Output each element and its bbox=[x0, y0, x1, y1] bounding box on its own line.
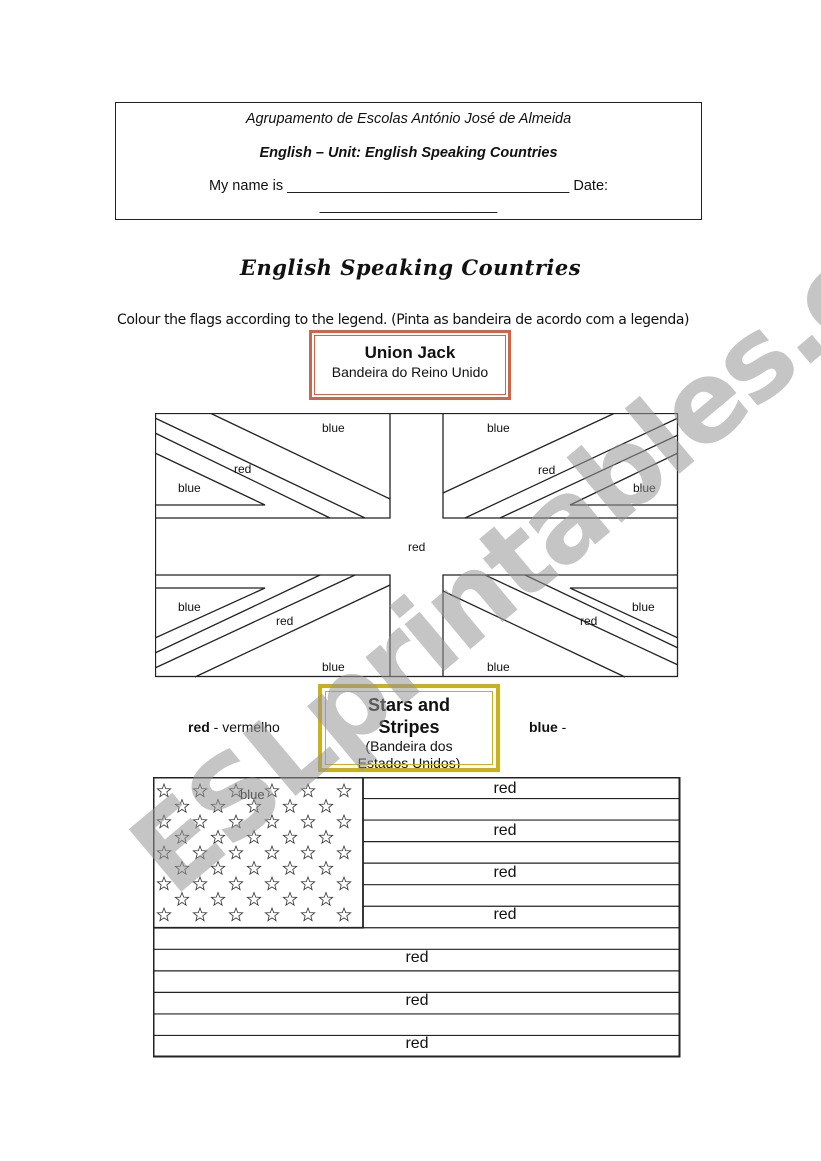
uj-label: red bbox=[408, 540, 426, 554]
uj-label: blue bbox=[322, 660, 345, 674]
star-icon bbox=[264, 844, 280, 860]
star-icon bbox=[210, 798, 226, 814]
star-icon bbox=[300, 782, 316, 798]
star-icon bbox=[318, 798, 334, 814]
star-icon bbox=[282, 798, 298, 814]
stripe-label: red bbox=[493, 822, 517, 839]
school-name: Agrupamento de Escolas António José de A… bbox=[245, 111, 572, 127]
stripe-label: red bbox=[493, 864, 517, 881]
uj-label: red bbox=[538, 463, 556, 477]
star-icon bbox=[282, 891, 298, 907]
uj-label: red bbox=[234, 462, 252, 476]
star-icon bbox=[300, 813, 316, 829]
canton-border bbox=[153, 777, 364, 929]
star-icon bbox=[246, 891, 262, 907]
star-icon bbox=[264, 875, 280, 891]
star-icon bbox=[300, 906, 316, 922]
legend-red: red - vermelho bbox=[188, 719, 280, 735]
legend-blue-word: blue bbox=[529, 719, 558, 735]
uj-label: blue bbox=[487, 660, 510, 674]
star-icon bbox=[174, 829, 190, 845]
stars-and-stripes-flag bbox=[153, 777, 681, 1058]
stars-stripes-title-box: Stars and Stripes (Bandeira dos Estados … bbox=[318, 684, 500, 772]
star-icon bbox=[192, 844, 208, 860]
union-jack-flag bbox=[155, 413, 679, 678]
star-icon bbox=[318, 891, 334, 907]
star-icon bbox=[192, 906, 208, 922]
stars-stripes-subtitle: (Bandeira dos Estados Unidos) bbox=[357, 738, 461, 771]
instruction: Colour the flags according to the legend… bbox=[117, 312, 690, 328]
legend-red-meaning: - vermelho bbox=[209, 719, 280, 735]
stripe-label: red bbox=[493, 906, 517, 923]
star-icon bbox=[210, 829, 226, 845]
star-icon bbox=[228, 813, 244, 829]
star-icon bbox=[192, 875, 208, 891]
star-icon bbox=[282, 860, 298, 876]
uj-label: blue bbox=[487, 421, 510, 435]
canton-label: blue bbox=[240, 787, 265, 802]
star-icon bbox=[282, 829, 298, 845]
uj-label: blue bbox=[178, 481, 201, 495]
star-icon bbox=[246, 860, 262, 876]
star-icon bbox=[318, 829, 334, 845]
star-icon bbox=[156, 844, 172, 860]
union-jack-title-box: Union Jack Bandeira do Reino Unido bbox=[309, 330, 511, 400]
union-jack-title: Union Jack bbox=[364, 343, 456, 362]
star-icon bbox=[228, 875, 244, 891]
star-icon bbox=[210, 860, 226, 876]
star-icon bbox=[228, 782, 244, 798]
star-icon bbox=[246, 829, 262, 845]
uj-label: blue bbox=[632, 600, 655, 614]
star-icon bbox=[300, 875, 316, 891]
uj-label: red bbox=[276, 614, 294, 628]
stripe-label: red bbox=[405, 1035, 429, 1052]
star-icon bbox=[228, 906, 244, 922]
uj-label: red bbox=[580, 614, 598, 628]
stripe-label: red bbox=[493, 780, 517, 797]
legend-blue-meaning: - bbox=[557, 719, 567, 735]
star-icon bbox=[336, 782, 352, 798]
header-box: Agrupamento de Escolas António José de A… bbox=[115, 102, 702, 220]
union-jack-subtitle: Bandeira do Reino Unido bbox=[331, 364, 489, 380]
star-icon bbox=[300, 844, 316, 860]
star-icon bbox=[318, 860, 334, 876]
star-icon bbox=[336, 844, 352, 860]
star-icon bbox=[264, 782, 280, 798]
star-icon bbox=[156, 906, 172, 922]
star-icon bbox=[228, 844, 244, 860]
star-icon bbox=[174, 860, 190, 876]
date-blank: ______________________ bbox=[319, 198, 498, 214]
star-icon bbox=[246, 798, 262, 814]
legend-blue: blue - bbox=[529, 719, 566, 735]
star-icon bbox=[174, 798, 190, 814]
stripe-label: red bbox=[405, 949, 429, 966]
unit-title: English – Unit: English Speaking Countri… bbox=[259, 145, 558, 161]
star-icon bbox=[264, 906, 280, 922]
legend-red-word: red bbox=[188, 719, 210, 735]
flag-border bbox=[153, 777, 681, 1058]
star-icon bbox=[336, 875, 352, 891]
star-icon bbox=[264, 813, 280, 829]
uj-label: blue bbox=[633, 481, 656, 495]
star-icon bbox=[336, 813, 352, 829]
stars-stripes-title: Stars and Stripes bbox=[367, 695, 451, 737]
star-icon bbox=[174, 891, 190, 907]
worksheet-title: English Speaking Countries bbox=[239, 255, 582, 280]
uj-label: blue bbox=[178, 600, 201, 614]
stripe-label: red bbox=[405, 992, 429, 1009]
star-icon bbox=[192, 782, 208, 798]
star-icon bbox=[156, 813, 172, 829]
star-icon bbox=[156, 782, 172, 798]
star-icon bbox=[156, 875, 172, 891]
star-icon bbox=[336, 906, 352, 922]
name-date-line: My name is _____________________________… bbox=[208, 178, 609, 194]
star-icon bbox=[210, 891, 226, 907]
uj-label: blue bbox=[322, 421, 345, 435]
star-icon bbox=[192, 813, 208, 829]
